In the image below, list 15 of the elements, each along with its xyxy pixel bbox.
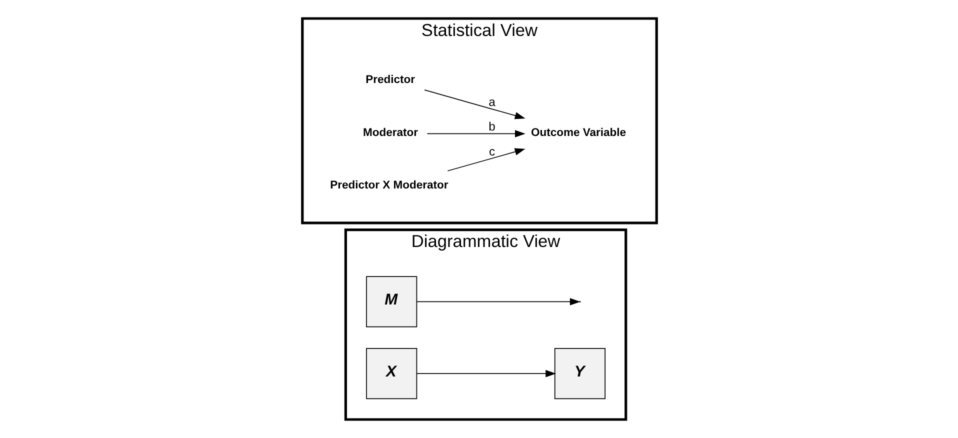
node-text: Predictor X Moderator (330, 180, 448, 192)
arrow (424, 90, 525, 120)
edge-label: a (488, 95, 495, 110)
edge-label: c (488, 144, 495, 159)
node-box: X (366, 348, 417, 400)
arrow (416, 298, 580, 306)
arrow (446, 148, 525, 172)
arrow (426, 130, 525, 138)
edge-label: b (488, 119, 495, 134)
node-box: M (366, 276, 417, 328)
arrow (416, 370, 556, 378)
node-text: Predictor (365, 74, 415, 86)
node-box: Y (554, 348, 605, 400)
node-text: Outcome Variable (530, 126, 626, 139)
node-text: Moderator (362, 126, 418, 139)
